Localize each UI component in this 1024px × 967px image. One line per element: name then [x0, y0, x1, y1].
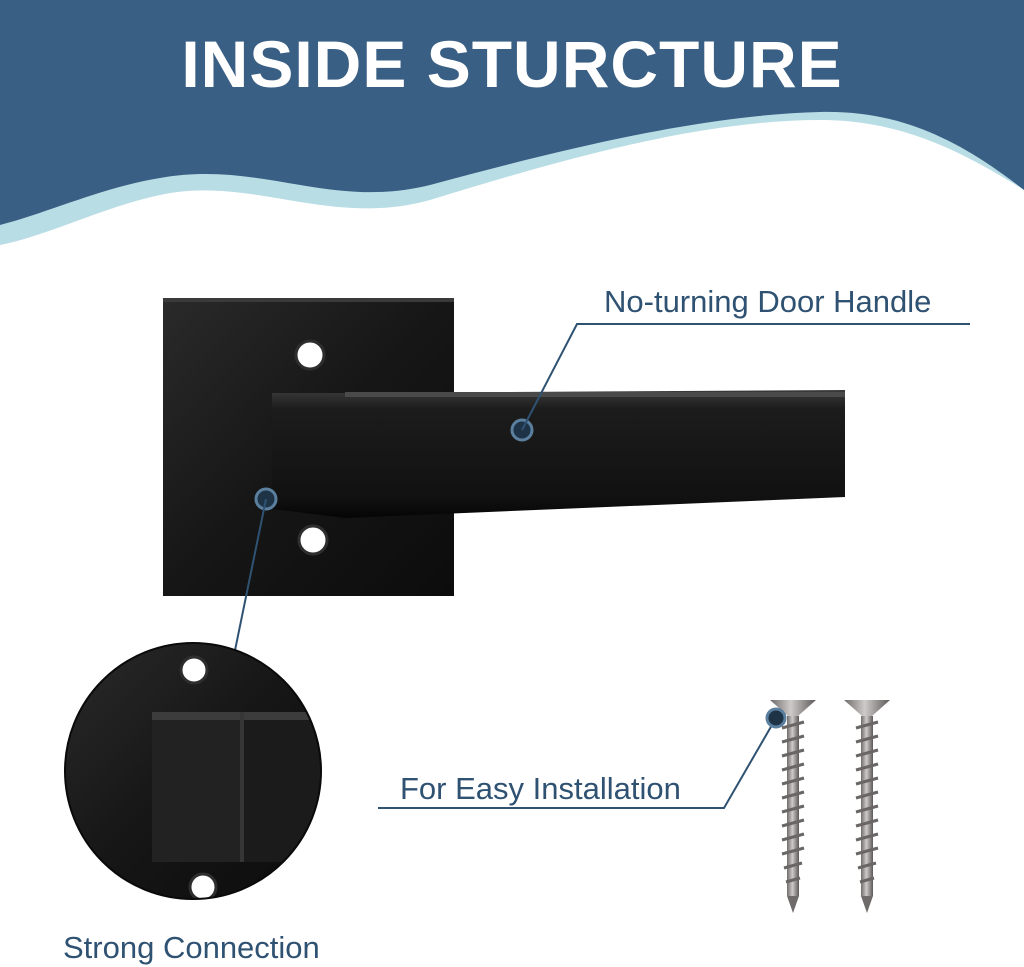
screw-left-icon: [765, 700, 816, 913]
handle-label: No-turning Door Handle: [604, 284, 932, 319]
leader-line-connection: [231, 498, 267, 666]
installation-label: For Easy Installation: [400, 771, 681, 806]
header-banner: [0, 0, 1024, 245]
screw-right-icon: [844, 700, 890, 913]
callout-dot-screw: [765, 707, 787, 729]
door-handle-icon: [272, 390, 845, 518]
leader-line-installation: [378, 717, 777, 809]
page-title: INSIDE STURCTURE: [181, 27, 843, 101]
banner-background: [0, 0, 1024, 225]
leader-line-handle: [521, 323, 970, 431]
connection-detail-icon: [64, 642, 322, 900]
connection-label: Strong Connection: [63, 930, 320, 965]
